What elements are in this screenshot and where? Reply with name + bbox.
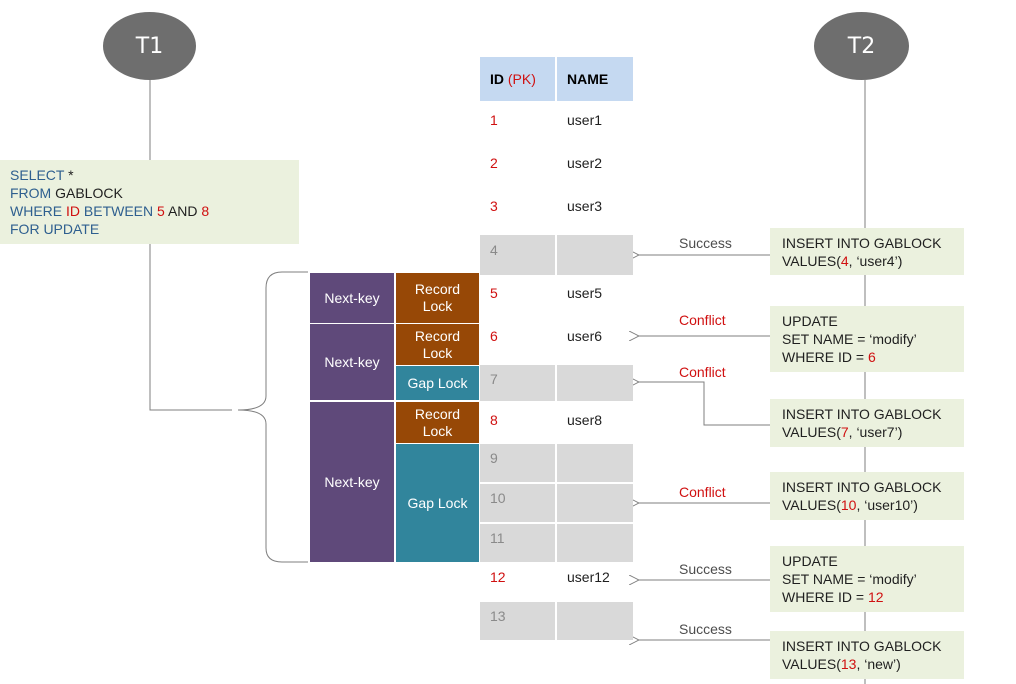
gap-lock-7: Gap Lock <box>395 365 480 401</box>
table-cell-name: user8 <box>567 412 603 428</box>
table-cell-id-gap: 13 <box>480 602 555 640</box>
table-cell-id-gap: 11 <box>480 524 555 562</box>
t1-query-box: SELECT * FROM GABLOCK WHERE ID BETWEEN 5… <box>0 160 299 244</box>
result-label-conflict: Conflict <box>679 364 726 380</box>
t2-query-box-3: INSERT INTO GABLOCK VALUES(7, ‘user7’) <box>770 399 964 447</box>
table-cell-id: 1 <box>490 112 498 128</box>
table-cell-id-gap: 10 <box>480 484 555 522</box>
result-label-success: Success <box>679 235 732 251</box>
table-cell-id: 6 <box>490 328 498 344</box>
table-cell-id: 5 <box>490 285 498 301</box>
t2-query-box-4: INSERT INTO GABLOCK VALUES(10, ‘user10’) <box>770 472 964 520</box>
table-cell-name-gap <box>557 444 633 482</box>
table-cell-name: user5 <box>567 285 603 301</box>
t1-query-line-1: SELECT * <box>10 167 74 183</box>
table-cell-name: user6 <box>567 328 603 344</box>
table-cell-name: user3 <box>567 198 603 214</box>
result-label-conflict: Conflict <box>679 312 726 328</box>
t2-query-box-1: INSERT INTO GABLOCK VALUES(4, ‘user4’) <box>770 228 964 275</box>
table-cell-id: 3 <box>490 198 498 214</box>
table-cell-name-gap <box>557 602 633 640</box>
table-cell-name: user2 <box>567 155 603 171</box>
table-cell-name-gap <box>557 524 633 562</box>
result-label-success: Success <box>679 621 732 637</box>
table-cell-id-gap: 9 <box>480 444 555 482</box>
table-cell-id: 2 <box>490 155 498 171</box>
table-cell-name: user12 <box>567 569 610 585</box>
t1-query-line-2: FROM GABLOCK <box>10 185 123 201</box>
table-header-name: NAME <box>557 57 633 101</box>
table-cell-name-gap <box>557 484 633 522</box>
table-cell-id: 8 <box>490 412 498 428</box>
transaction-t1: T1 <box>103 12 196 80</box>
transaction-t2: T2 <box>814 12 909 80</box>
t2-query-box-6: INSERT INTO GABLOCK VALUES(13, ‘new’) <box>770 631 964 679</box>
t1-query-line-3: WHERE ID BETWEEN 5 AND 8 <box>10 203 210 219</box>
result-label-conflict: Conflict <box>679 484 726 500</box>
next-key-lock-1: Next-key <box>309 272 395 324</box>
t1-query-line-4: FOR UPDATE <box>10 221 100 237</box>
table-cell-name: user1 <box>567 112 603 128</box>
table-cell-id: 12 <box>490 569 506 585</box>
next-key-lock-2: Next-key <box>309 323 395 401</box>
table-header-id: ID (PK) <box>480 57 555 101</box>
table-cell-id-gap: 7 <box>480 365 555 401</box>
gap-lock-9-11: Gap Lock <box>395 443 480 563</box>
table-cell-name-gap <box>557 235 633 275</box>
table-cell-id-gap: 4 <box>480 235 555 275</box>
t2-query-box-5: UPDATE SET NAME = ‘modify’ WHERE ID = 12 <box>770 546 964 612</box>
next-key-lock-3: Next-key <box>309 401 395 563</box>
result-label-success: Success <box>679 561 732 577</box>
table-cell-name-gap <box>557 365 633 401</box>
t2-query-box-2: UPDATE SET NAME = ‘modify’ WHERE ID = 6 <box>770 306 964 372</box>
